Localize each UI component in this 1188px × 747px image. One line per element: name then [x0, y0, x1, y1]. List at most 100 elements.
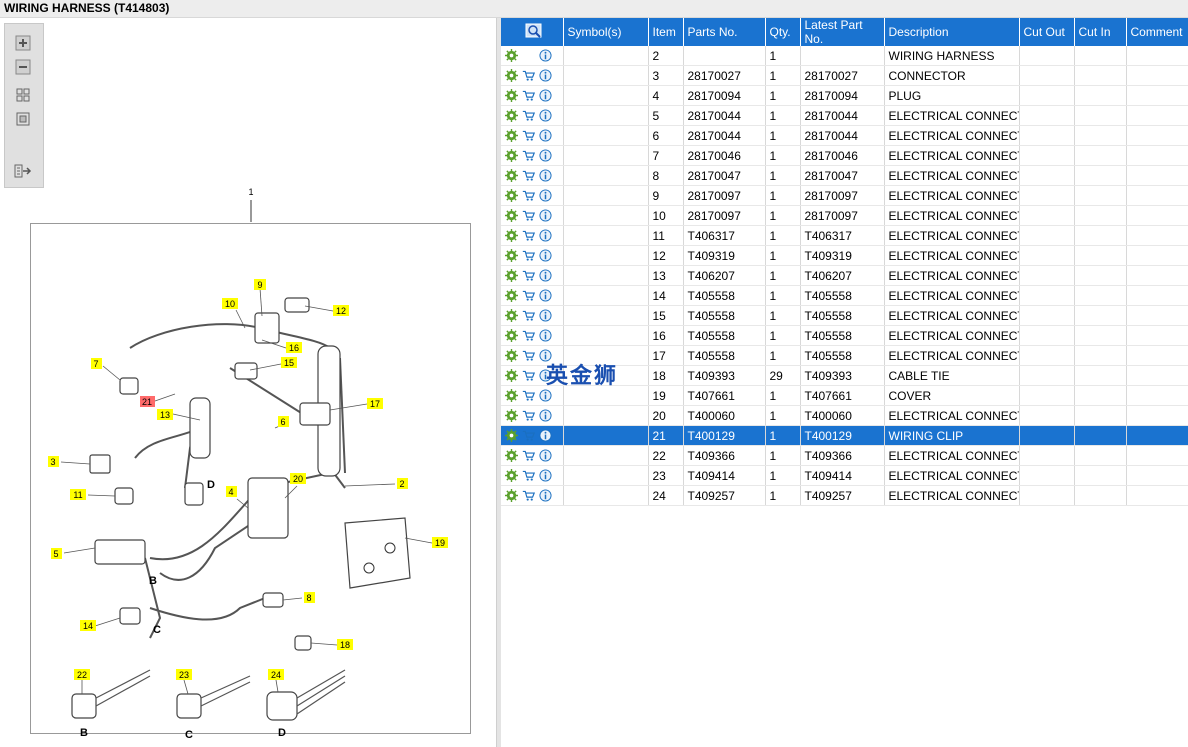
callout-23[interactable]: 23 — [179, 670, 189, 680]
zoom-out-icon[interactable] — [13, 58, 33, 76]
gear-icon[interactable] — [505, 189, 518, 202]
export-icon[interactable] — [13, 162, 33, 180]
col-comment[interactable]: Comment — [1126, 18, 1188, 46]
info-icon[interactable] — [539, 49, 552, 62]
info-icon[interactable] — [539, 89, 552, 102]
cart-icon[interactable] — [522, 449, 535, 462]
info-icon[interactable] — [539, 429, 552, 442]
cart-icon[interactable] — [522, 189, 535, 202]
cart-icon[interactable] — [522, 229, 535, 242]
callout-4[interactable]: 4 — [228, 487, 233, 497]
callout-19[interactable]: 19 — [435, 538, 445, 548]
info-icon[interactable] — [539, 469, 552, 482]
info-icon[interactable] — [539, 169, 552, 182]
gear-icon[interactable] — [505, 169, 518, 182]
info-icon[interactable] — [539, 489, 552, 502]
search-column-header[interactable] — [501, 18, 564, 46]
cart-icon[interactable] — [522, 109, 535, 122]
info-icon[interactable] — [539, 449, 552, 462]
info-icon[interactable] — [539, 409, 552, 422]
col-description[interactable]: Description — [884, 18, 1020, 46]
cart-icon[interactable] — [522, 349, 535, 362]
zoom-in-icon[interactable] — [13, 34, 33, 52]
gear-icon[interactable] — [505, 389, 518, 402]
cart-icon[interactable] — [522, 269, 535, 282]
callout-24[interactable]: 24 — [271, 670, 281, 680]
cart-icon[interactable] — [522, 469, 535, 482]
gear-icon[interactable] — [505, 369, 518, 382]
info-icon[interactable] — [539, 209, 552, 222]
callout-15[interactable]: 15 — [284, 358, 294, 368]
gear-icon[interactable] — [505, 209, 518, 222]
cart-icon[interactable] — [522, 209, 535, 222]
cart-icon[interactable] — [522, 129, 535, 142]
search-icon[interactable] — [525, 23, 543, 39]
callout-21-highlighted[interactable]: 21 — [142, 397, 152, 407]
gear-icon[interactable] — [505, 449, 518, 462]
cart-icon[interactable] — [522, 369, 535, 382]
panel-splitter[interactable] — [496, 18, 501, 747]
gear-icon[interactable] — [505, 129, 518, 142]
callout-3[interactable]: 3 — [50, 457, 55, 467]
gear-icon[interactable] — [505, 309, 518, 322]
callout-11[interactable]: 11 — [73, 490, 82, 500]
gear-icon[interactable] — [505, 349, 518, 362]
cart-icon[interactable] — [522, 69, 535, 82]
col-parts-no[interactable]: Parts No. — [683, 18, 766, 46]
cart-icon[interactable] — [522, 309, 535, 322]
gear-icon[interactable] — [505, 49, 518, 62]
callout-12[interactable]: 12 — [336, 306, 346, 316]
callout-5[interactable]: 5 — [53, 549, 58, 559]
gear-icon[interactable] — [505, 289, 518, 302]
cart-icon[interactable] — [522, 429, 535, 442]
window-icon[interactable] — [13, 110, 33, 128]
gear-icon[interactable] — [505, 489, 518, 502]
gear-icon[interactable] — [505, 89, 518, 102]
cart-icon[interactable] — [522, 409, 535, 422]
callout-2[interactable]: 2 — [399, 479, 404, 489]
callout-14[interactable]: 14 — [83, 621, 93, 631]
col-cut-out[interactable]: Cut Out — [1019, 18, 1075, 46]
info-icon[interactable] — [539, 389, 552, 402]
callout-8[interactable]: 8 — [306, 593, 311, 603]
info-icon[interactable] — [539, 129, 552, 142]
gear-icon[interactable] — [505, 149, 518, 162]
callout-10[interactable]: 10 — [225, 299, 235, 309]
gear-icon[interactable] — [505, 69, 518, 82]
col-latest-part-no[interactable]: Latest Part No. — [800, 18, 885, 46]
info-icon[interactable] — [539, 229, 552, 242]
info-icon[interactable] — [539, 149, 552, 162]
cart-icon[interactable] — [522, 149, 535, 162]
col-cut-in[interactable]: Cut In — [1074, 18, 1127, 46]
gear-icon[interactable] — [505, 329, 518, 342]
gear-icon[interactable] — [505, 249, 518, 262]
callout-16[interactable]: 16 — [289, 343, 299, 353]
cart-icon[interactable] — [522, 389, 535, 402]
gear-icon[interactable] — [505, 109, 518, 122]
callout-13[interactable]: 13 — [160, 410, 170, 420]
gear-icon[interactable] — [505, 469, 518, 482]
callout-17[interactable]: 17 — [370, 399, 380, 409]
info-icon[interactable] — [539, 349, 552, 362]
gear-icon[interactable] — [505, 429, 518, 442]
info-icon[interactable] — [539, 369, 552, 382]
cart-icon[interactable] — [522, 289, 535, 302]
cart-icon[interactable] — [522, 489, 535, 502]
